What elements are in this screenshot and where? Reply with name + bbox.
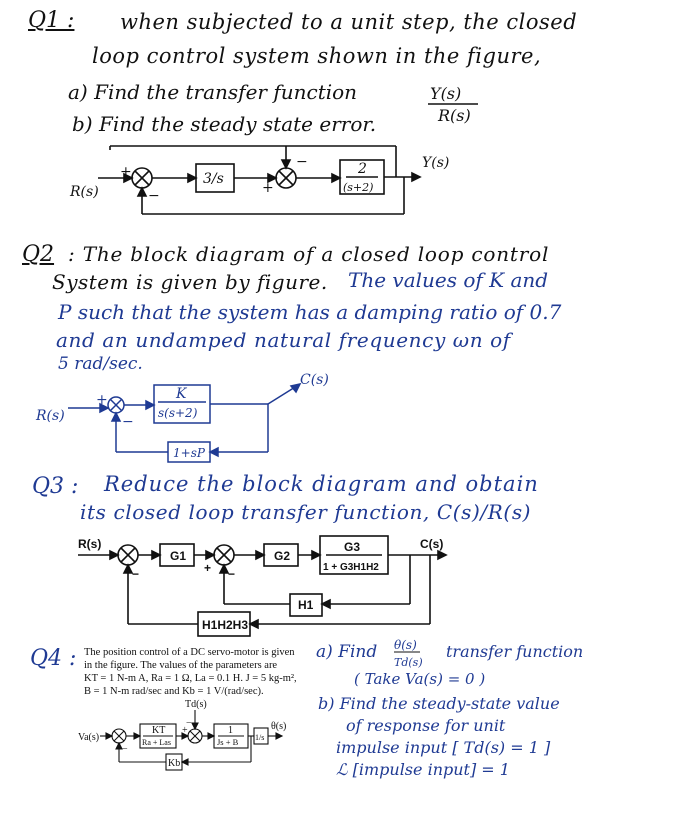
q4-diag-input: Va(s) <box>78 732 99 743</box>
q1-diag-minus2: − <box>296 154 308 170</box>
q3-diag-h1: H1 <box>298 598 314 612</box>
q3-diag-output: C(s) <box>420 537 443 551</box>
q2-line5: 5 rad/sec. <box>58 354 143 374</box>
q4-diag-block2-num: 1 <box>228 725 233 736</box>
q4-part-a-rest: transfer function <box>446 642 584 661</box>
q1-frac-num: Y(s) <box>430 84 462 103</box>
q3-diag-h123: H1H2H3 <box>202 618 248 632</box>
q4-part-a-num: θ(s) <box>394 638 417 652</box>
q4-diag-minus-fb: − <box>122 744 128 755</box>
q3-diag-input: R(s) <box>78 537 101 551</box>
q1-line2: loop control system shown in the figure, <box>92 44 542 68</box>
q2-line2a: System is given by figure. <box>52 270 328 294</box>
q4-part-a: a) Find <box>316 642 378 662</box>
q1-diag-block1: 3/s <box>203 171 224 187</box>
q2-line1: : The block diagram of a closed loop con… <box>68 242 550 266</box>
q4-label: Q4 : <box>30 646 77 671</box>
q2-diag-input: R(s) <box>35 408 65 424</box>
q4-diag-plus: + <box>182 725 188 736</box>
q3-diag-plus: + <box>204 561 211 575</box>
q4-part-b3: impulse input [ Td(s) = 1 ] <box>336 738 551 757</box>
q3-diag-g3-num: G3 <box>344 540 360 554</box>
q2-diag-minus: − <box>122 414 134 430</box>
q1-diag-input: R(s) <box>69 184 99 200</box>
q2-diag-block-num: K <box>175 386 188 402</box>
q4-diag-block2-den: Js + B <box>217 737 239 747</box>
q2-line3: P such that the system has a damping rat… <box>58 300 562 324</box>
q1-label: Q1 : <box>28 8 75 33</box>
q4-part-b4: ℒ [impulse input] = 1 <box>336 760 510 779</box>
q3-line1: Reduce the block diagram and obtain <box>104 472 539 496</box>
q3-diag-g1: G1 <box>170 549 186 563</box>
q3-diag-g3-den: 1 + G3H1H2 <box>323 562 379 573</box>
q1-diag-minus1: − <box>148 188 160 204</box>
q1-diag-block2-num: 2 <box>357 161 367 177</box>
q4-part-b2: of response for unit <box>346 716 506 735</box>
q2-diag-block-den: s(s+2) <box>158 406 198 420</box>
q4-part-b1: b) Find the steady-state value <box>318 694 560 713</box>
q3-label: Q3 : <box>32 474 79 499</box>
q4-diag-block1-num: KT <box>152 725 165 736</box>
q2-label: Q2 <box>22 242 55 267</box>
q4-diag-disturbance: Td(s) <box>185 699 207 710</box>
q1-diag-block2-den: (s+2) <box>343 181 373 194</box>
q1-frac-den: R(s) <box>438 106 471 125</box>
q4-diag-feedback: Kb <box>168 758 180 769</box>
q4-printed-line3: KT = 1 N-m A, Ra = 1 Ω, La = 0.1 H. J = … <box>84 673 297 684</box>
q3-diag-minus1: − <box>132 567 139 581</box>
q2-line2b: The values of K and <box>348 268 549 292</box>
q4-diag-minus-d: − <box>186 718 192 729</box>
q4-part-a-note: ( Take Va(s) = 0 ) <box>354 670 486 688</box>
q4-printed-line4: B = 1 N-m rad/sec and Kb = 1 V/(rad/sec)… <box>84 686 264 697</box>
q4-diag-block3: 1/s <box>255 733 264 742</box>
q3-diag-g2: G2 <box>274 549 290 563</box>
q1-diag-plus1: + <box>120 164 132 180</box>
q4-part-a-den: Td(s) <box>394 656 423 669</box>
q1-part-a: a) Find the transfer function <box>68 80 358 104</box>
q1-line1: when subjected to a unit step, the close… <box>120 10 578 34</box>
q2-diag-feedback: 1+sP <box>173 446 206 460</box>
q1-diag-plus2: + <box>262 180 274 196</box>
q3-diag-minus2: − <box>228 567 235 581</box>
q3-line2: its closed loop transfer function, C(s)/… <box>80 500 532 524</box>
q2-diag-plus: + <box>96 392 108 408</box>
q4-diag-output: θ(s) <box>271 721 286 732</box>
q2-diag-output: C(s) <box>300 372 329 388</box>
q4-printed-line2: in the figure. The values of the paramet… <box>84 660 278 671</box>
q4-diag-block1-den: Ra + Las <box>142 738 171 747</box>
q1-diag-output: Y(s) <box>422 155 449 171</box>
q2-line4: and an undamped natural frequency ωn of <box>56 328 511 352</box>
q4-printed-line1: The position control of a DC servo-motor… <box>84 647 295 658</box>
q1-part-b: b) Find the steady state error. <box>72 112 377 136</box>
